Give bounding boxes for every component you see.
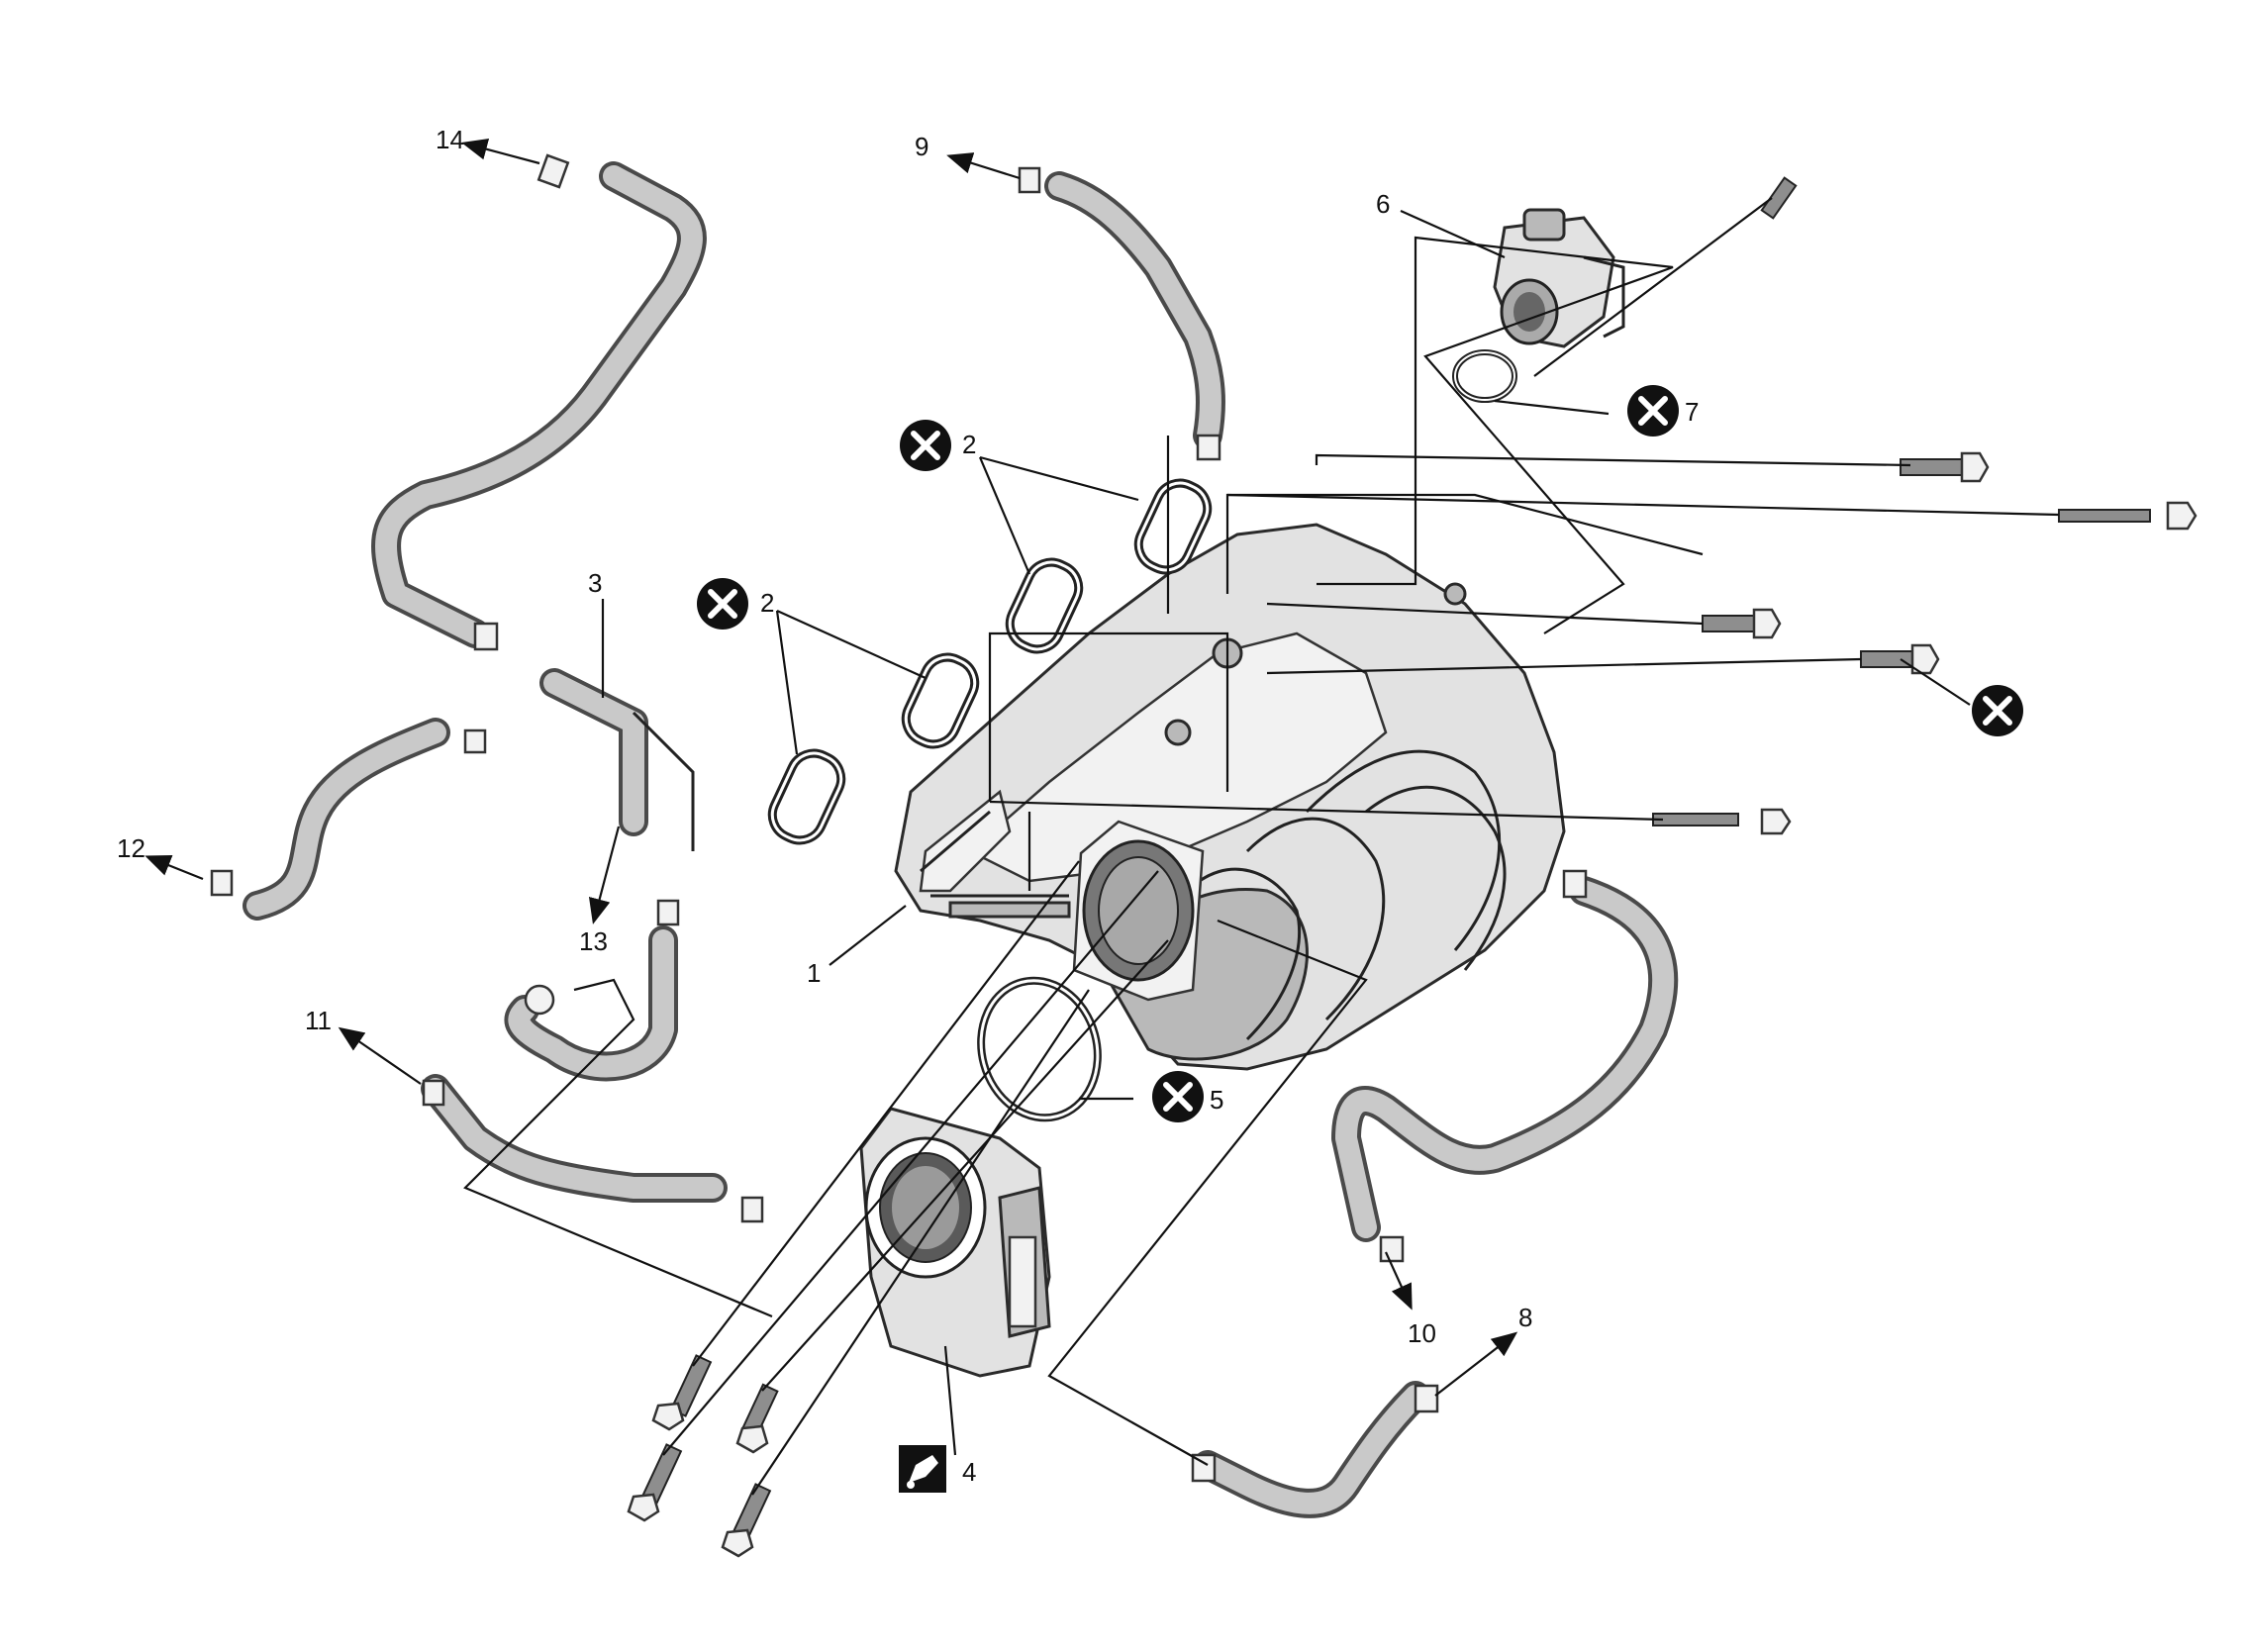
- callout-13: 13: [579, 926, 608, 956]
- hose-12: [243, 718, 450, 921]
- callout-14: 14: [436, 125, 464, 154]
- gasket-2-d: [767, 748, 846, 845]
- hose-14: [371, 161, 707, 648]
- callout-7: 7: [1685, 397, 1699, 427]
- intake-manifold: [894, 523, 1566, 1071]
- leader-lines: [145, 139, 2060, 1496]
- callout-12: 12: [117, 833, 146, 863]
- gasket-2-b: [1005, 557, 1084, 654]
- manifold-throttle-flange: [1072, 820, 1205, 1002]
- callout-6: 6: [1376, 189, 1390, 219]
- throttle-body: [859, 1107, 1051, 1378]
- callout-10: 10: [1408, 1318, 1436, 1348]
- callout-4: 4: [962, 1457, 976, 1487]
- hose-13-lower: [504, 925, 678, 1082]
- o-ring-7: [1452, 349, 1517, 403]
- fasteners: [627, 176, 2197, 1558]
- hose-3: [539, 668, 695, 851]
- callout-2: 2: [962, 430, 976, 459]
- callout-3: 3: [588, 568, 602, 598]
- callout-9: 9: [915, 132, 928, 161]
- hose-9: [1044, 171, 1225, 450]
- gasket-5: [977, 976, 1102, 1122]
- callout-11: 11: [305, 1006, 332, 1035]
- callout-labels: 1 2 2 3 4 5 6 7 8 9 10 11 12 13 14: [117, 125, 1699, 1487]
- callout-2: 2: [760, 588, 774, 618]
- hose-11: [421, 1074, 728, 1203]
- callout-5: 5: [1210, 1085, 1223, 1115]
- hose-8: [1193, 1381, 1430, 1518]
- gasket-2-a: [1133, 478, 1213, 575]
- callout-1: 1: [807, 958, 821, 988]
- callout-8: 8: [1518, 1303, 1532, 1332]
- x-circle-icon: [1152, 1071, 1204, 1122]
- gasket-2-c: [901, 652, 980, 749]
- x-circle-icon: [1627, 385, 1679, 437]
- x-circle-icon: [900, 420, 951, 471]
- sealant-icon: [899, 1445, 946, 1493]
- x-circle-icon: [697, 578, 748, 630]
- x-circle-icon: [1972, 685, 2023, 736]
- hose-10: [1331, 876, 1679, 1242]
- hose-clamps: [210, 153, 1588, 1483]
- valve-6: [1493, 208, 1625, 348]
